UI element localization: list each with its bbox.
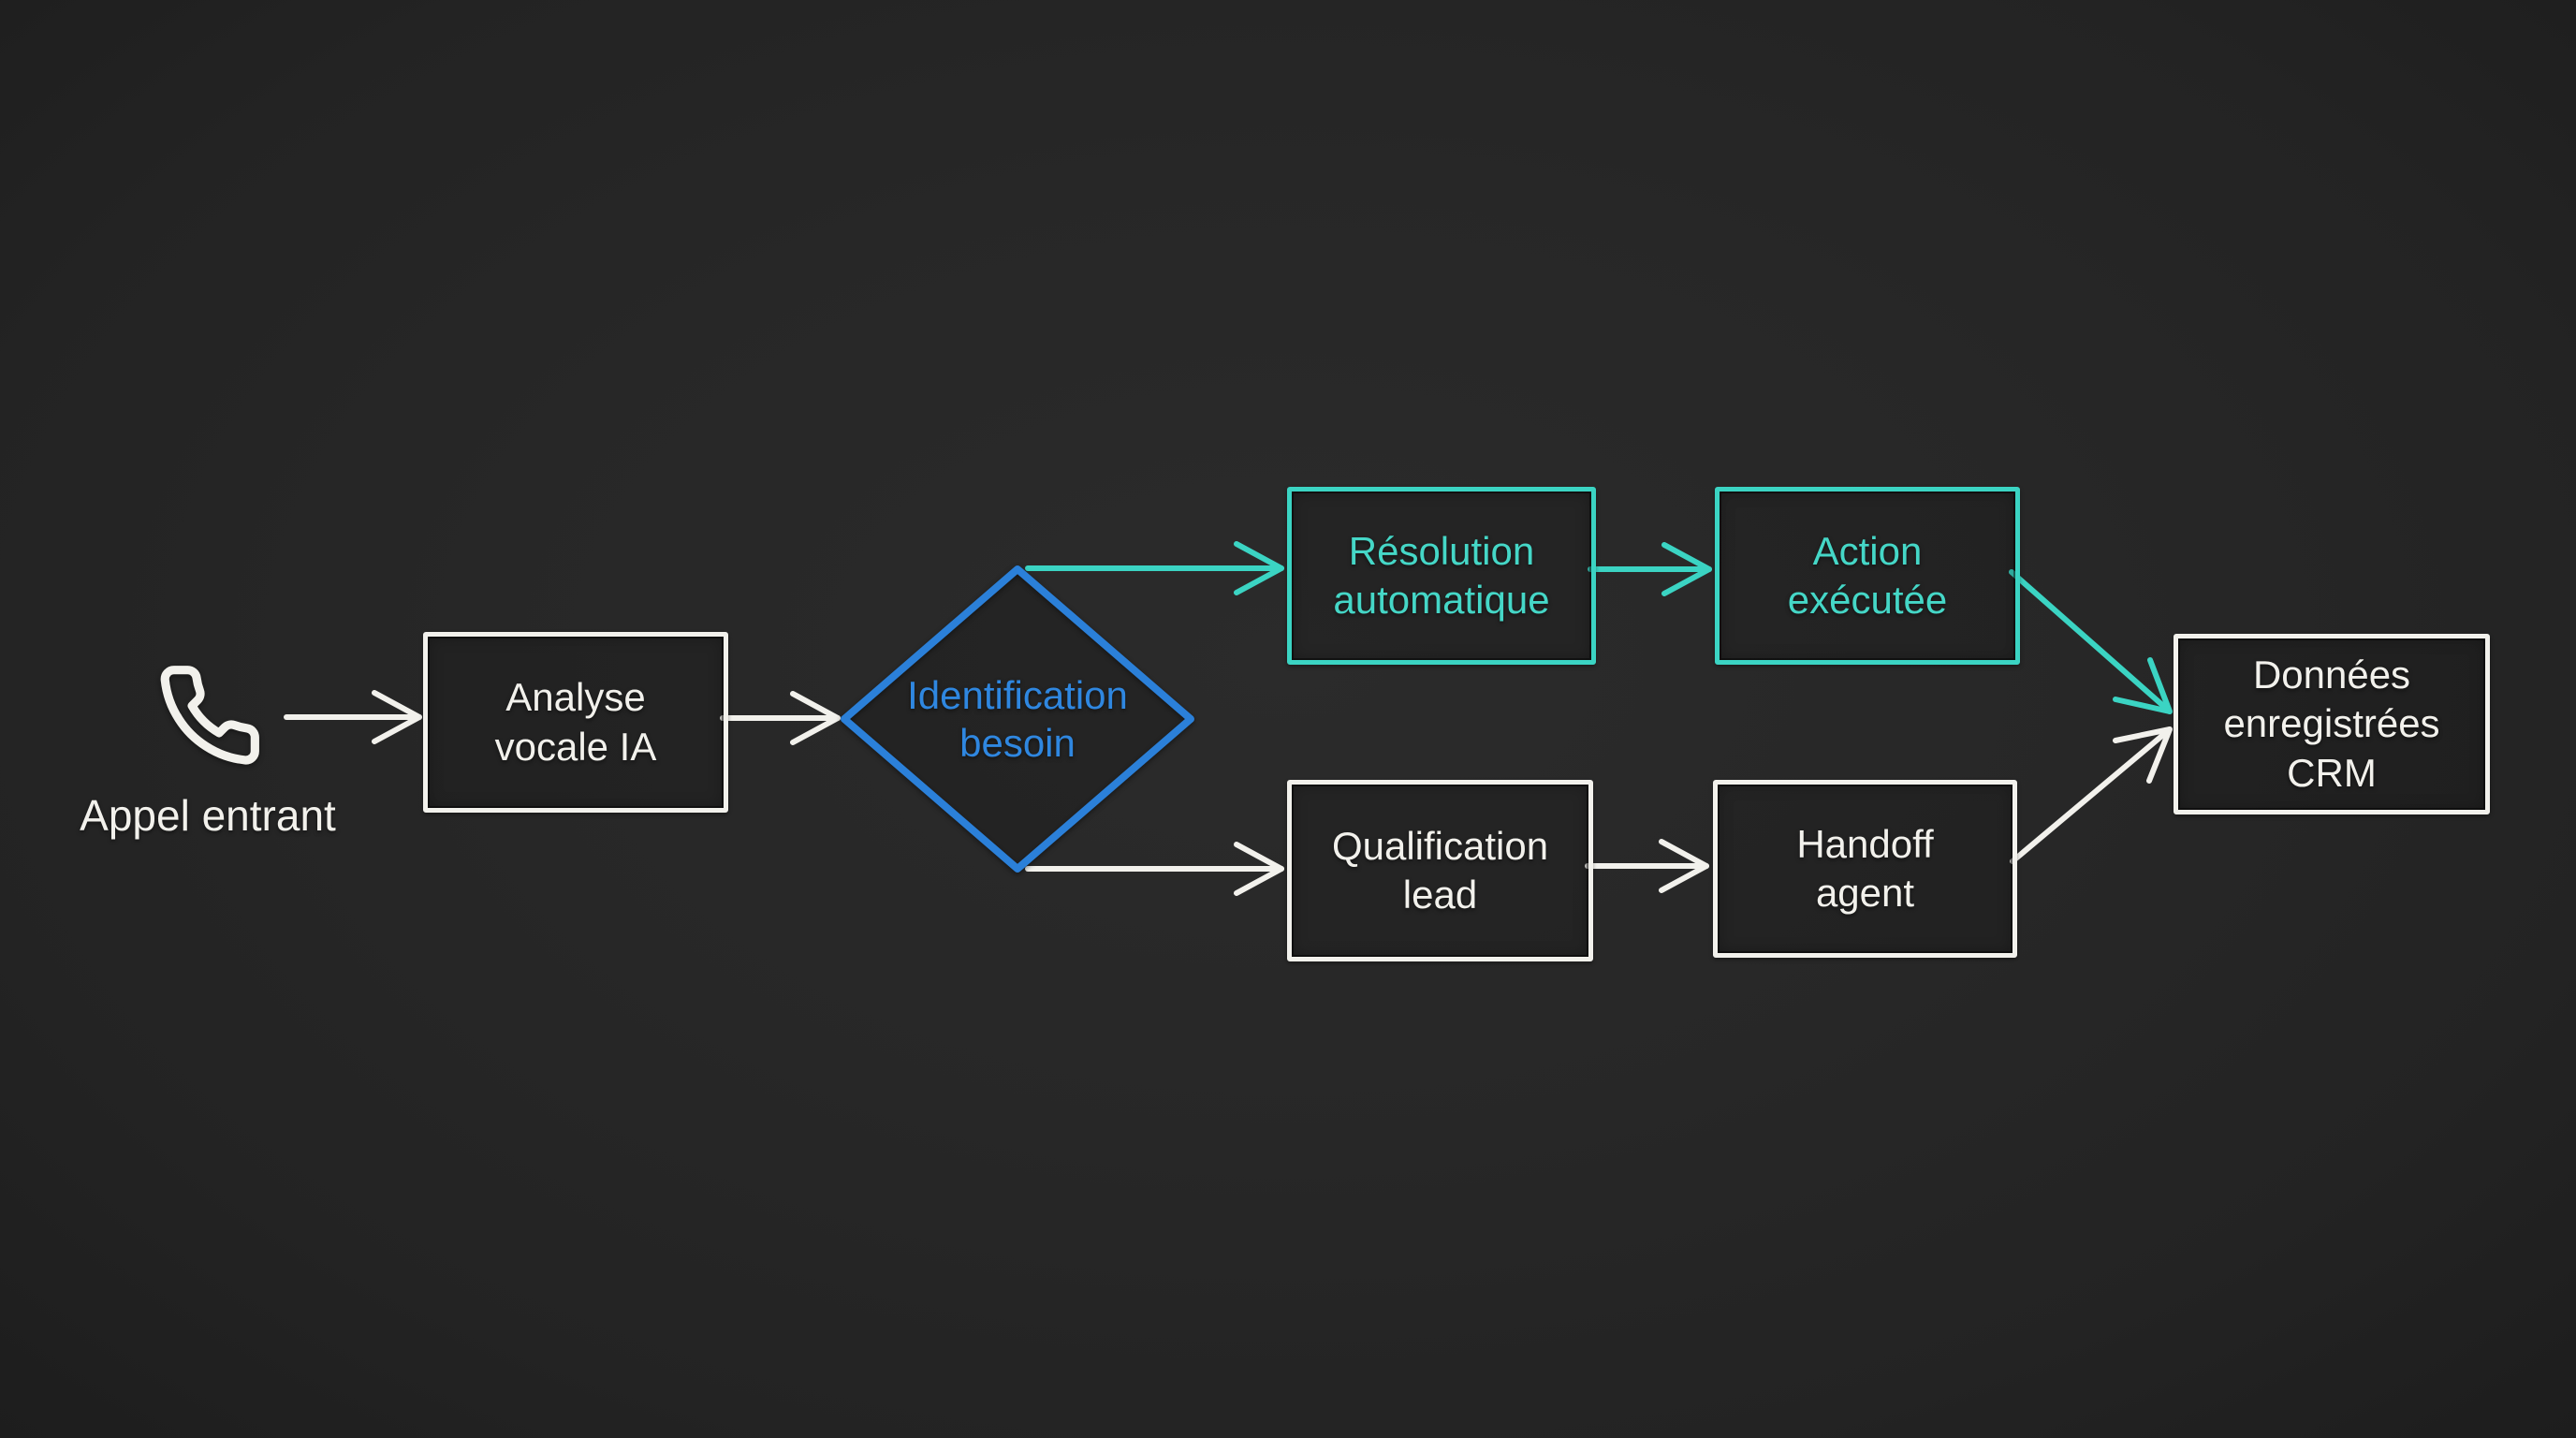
node-label: Identification besoin [907,672,1128,765]
node-label: Qualification lead [1331,823,1549,917]
node-handoff-agent: Handoff agent [1713,780,2017,958]
edge-qualification-to-handoff-arrow [1585,839,1709,893]
edge-handoff-to-crm-arrow [2010,726,2173,864]
node-label: Action exécutée [1787,528,1948,623]
edge-identification-to-qualification-arrow [1025,842,1284,896]
node-analyse-vocale-ia: Analyse vocale IA [423,632,728,813]
start-node-label: Appel entrant [80,791,336,840]
node-resolution-automatique: Résolution automatique [1287,487,1596,665]
node-label: Résolution automatique [1333,528,1550,623]
edge-appel-to-analyse-arrow [284,690,422,744]
edge-analyse-to-identification-arrow [720,691,841,745]
node-label: Analyse vocale IA [494,675,657,769]
edge-action-to-crm-arrow [2009,569,2173,714]
decision-diamond-shape [841,565,1194,873]
edge-identification-to-resolution-arrow [1025,541,1284,595]
node-label: Handoff agent [1796,821,1934,916]
edge-resolution-to-action-arrow [1588,542,1712,596]
node-label: Données enregistrées CRM [2223,652,2440,795]
node-qualification-lead: Qualification lead [1287,780,1593,961]
node-donnees-enregistrees-crm: Données enregistrées CRM [2174,634,2490,814]
phone-icon [155,659,264,771]
node-identification-besoin-label: Identification besoin [858,644,1177,794]
node-action-executee: Action exécutée [1715,487,2020,665]
